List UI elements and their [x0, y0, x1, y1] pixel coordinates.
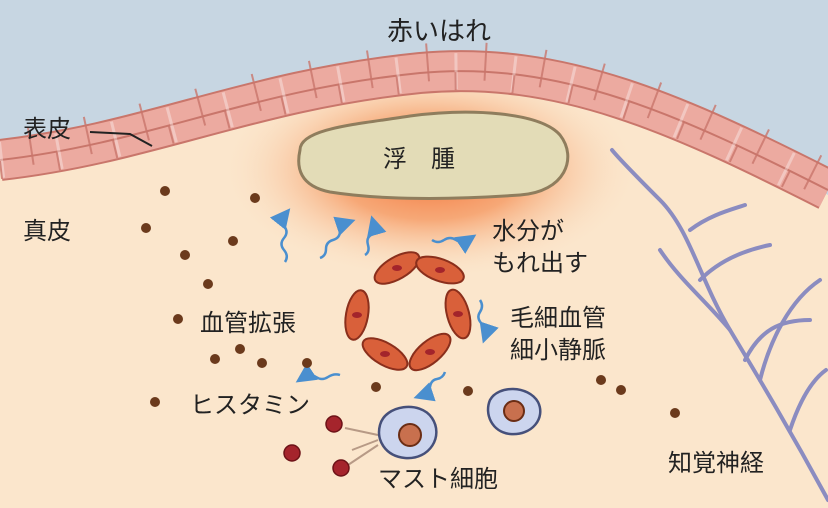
sensory-nerve: [610, 148, 828, 502]
capillary-ring: [344, 251, 472, 372]
epidermis-pointer: [89, 131, 153, 147]
sensory-nerve-label: 知覚神経: [668, 449, 764, 477]
epidermis-label: 表皮: [23, 115, 71, 143]
water-label-line2: もれ出す: [492, 249, 588, 277]
edema-label: 浮 腫: [383, 145, 455, 173]
water-label-line1: 水分が: [492, 217, 564, 245]
dermis-label: 真皮: [23, 217, 71, 245]
dermis-dots: [141, 186, 680, 418]
vasodilation-label: 血管拡張: [200, 309, 296, 337]
edema-blob: [297, 110, 570, 200]
capillary-label-line2: 細小静脈: [510, 336, 606, 364]
histamine-particles: [283, 415, 379, 477]
water-arrows: [269, 208, 499, 402]
mast-cells: [377, 387, 542, 460]
title-label: 赤いはれ: [387, 17, 492, 47]
mast-cell-label: マスト細胞: [378, 465, 498, 493]
capillary-label-line1: 毛細血管: [510, 304, 606, 332]
histamine-label: ヒスタミン: [190, 391, 310, 419]
